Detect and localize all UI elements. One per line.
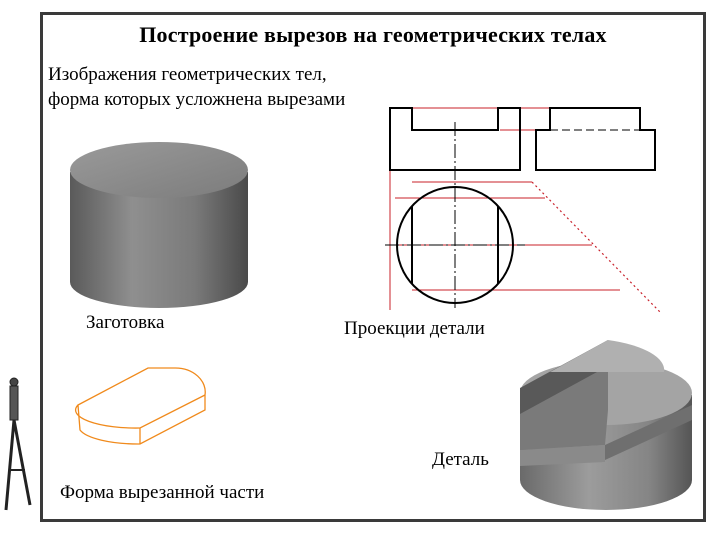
label-projections: Проекции детали: [344, 318, 485, 339]
projection-drawing: [385, 107, 661, 313]
slide-frame: [40, 12, 706, 522]
blank-cylinder: [70, 142, 248, 308]
drawing-compass-icon: [4, 377, 32, 511]
cut-shape-outline: [74, 367, 206, 445]
label-cut-shape: Форма вырезанной части: [60, 482, 265, 503]
slide-subtitle: Изображения геометрических тел, форма ко…: [48, 64, 346, 110]
label-blank: Заготовка: [86, 312, 165, 333]
detail-solid: [520, 340, 692, 510]
label-detail: Деталь: [432, 449, 489, 470]
slide-title: Построение вырезов на геометрических тел…: [139, 22, 607, 47]
